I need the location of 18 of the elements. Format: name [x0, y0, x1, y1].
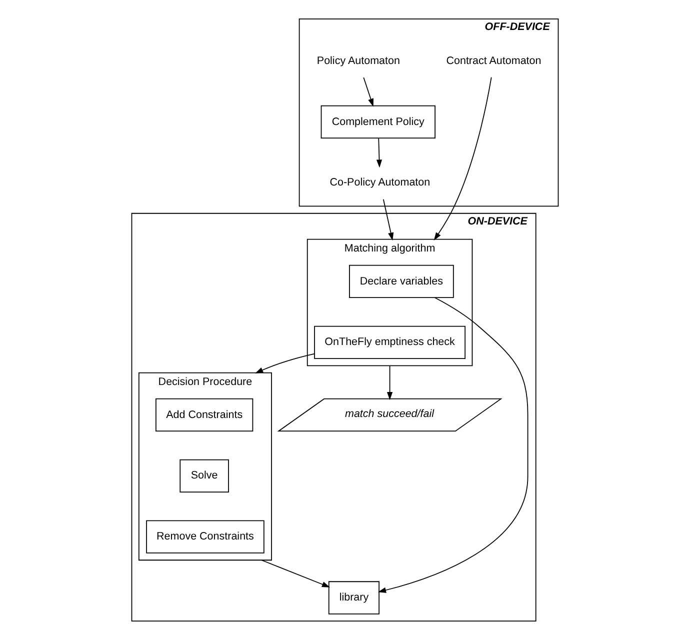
node-box: Add Constraints [156, 398, 254, 432]
arrow [378, 297, 528, 593]
node-text: Contract Automaton [446, 54, 542, 67]
arrow [382, 198, 394, 241]
node-box: Complement Policy [320, 105, 436, 139]
arrow [386, 365, 393, 400]
arrow [434, 76, 492, 240]
node-box: Remove Constraints [146, 520, 264, 554]
node-text: Co-Policy Automaton [330, 176, 430, 189]
node-box: library [328, 581, 380, 614]
arrow [363, 77, 374, 107]
node-text: Policy Automaton [316, 54, 400, 67]
node-box: Declare variables [349, 264, 454, 298]
arrow [376, 138, 382, 168]
node-box: Solve [180, 459, 229, 492]
arrow [255, 353, 315, 374]
node-box: OnTheFly emptiness check [314, 326, 466, 359]
arrow [261, 560, 330, 588]
